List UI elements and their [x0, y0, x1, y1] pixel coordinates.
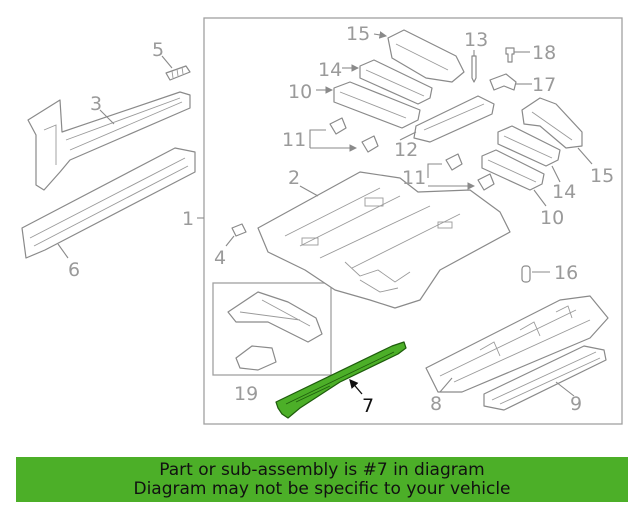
callout-4: 4	[214, 247, 226, 269]
callout-8: 8	[430, 393, 442, 415]
part-5-bolt[interactable]	[165, 65, 191, 81]
callout-13: 13	[464, 29, 488, 51]
leader-8	[439, 377, 453, 393]
leader-5	[161, 55, 173, 69]
callout-12: 12	[394, 139, 418, 161]
parts-diagram: 1 2 3 4 5 6 7 8 9 10 10 11 11 12 13 14 1…	[21, 17, 623, 425]
part-14-crossmember-lower[interactable]	[497, 125, 561, 167]
callout-15a: 15	[346, 23, 370, 45]
part-18-screw[interactable]	[505, 47, 515, 63]
callout-19: 19	[234, 383, 258, 405]
callout-10a: 10	[288, 81, 312, 103]
part-15-bracket-upper[interactable]	[387, 29, 465, 83]
leader-12	[399, 131, 417, 141]
leader-2	[299, 185, 319, 197]
part-15-bracket-lower[interactable]	[521, 97, 583, 149]
leader-9	[555, 381, 575, 397]
leader-14b	[551, 165, 561, 183]
leader-10b	[533, 189, 547, 207]
callout-10b: 10	[540, 207, 564, 229]
leader-15b	[577, 147, 593, 165]
callout-15b: 15	[590, 165, 614, 187]
leader-15a	[373, 31, 388, 39]
part-19-inset-part[interactable]	[227, 291, 323, 371]
part-14-crossmember-upper[interactable]	[359, 59, 433, 105]
part-17-clip[interactable]	[489, 73, 517, 91]
callout-17: 17	[532, 74, 556, 96]
leader-4	[225, 235, 235, 247]
part-7-highlighted[interactable]	[275, 341, 407, 419]
callout-5: 5	[152, 39, 164, 61]
part-10-crossmember-upper[interactable]	[333, 81, 421, 129]
part-12-cross-bracket[interactable]	[413, 95, 495, 143]
leader-3	[99, 109, 115, 125]
callout-7: 7	[362, 395, 374, 417]
part-9-rail[interactable]	[483, 345, 607, 411]
part-3-sill-panel[interactable]	[27, 91, 191, 191]
part-2-floor-pan[interactable]	[257, 171, 511, 309]
inset-frame	[212, 282, 332, 376]
banner-line-1: Part or sub-assembly is #7 in diagram	[159, 459, 485, 480]
part-6-sill-rail[interactable]	[21, 147, 196, 259]
callout-11a: 11	[282, 129, 306, 151]
part-11-brackets-upper[interactable]	[329, 117, 379, 153]
part-4-clip[interactable]	[231, 223, 247, 237]
part-11-brackets-lower[interactable]	[445, 153, 495, 191]
part-13-bolt[interactable]	[471, 55, 477, 83]
part-10-crossmember-lower[interactable]	[481, 149, 545, 191]
leader-11b	[427, 163, 474, 186]
part-info-banner: Part or sub-assembly is #7 in diagram Di…	[16, 457, 628, 502]
part-16-plug[interactable]	[521, 265, 531, 283]
callout-9: 9	[570, 393, 582, 415]
leader-11a	[309, 129, 356, 148]
callout-14a: 14	[318, 59, 342, 81]
callout-2: 2	[288, 167, 300, 189]
callout-16: 16	[554, 262, 578, 284]
callout-6: 6	[68, 259, 80, 281]
leader-7	[349, 379, 363, 395]
leader-6	[57, 243, 69, 259]
banner-line-2: Diagram may not be specific to your vehi…	[133, 478, 511, 499]
callout-11b: 11	[402, 167, 426, 189]
callout-14b: 14	[552, 181, 576, 203]
part-8-reinforcement[interactable]	[425, 295, 609, 393]
callout-18: 18	[532, 42, 556, 64]
callout-1: 1	[182, 208, 194, 230]
assembly-frame	[203, 17, 623, 425]
callout-3: 3	[90, 93, 102, 115]
